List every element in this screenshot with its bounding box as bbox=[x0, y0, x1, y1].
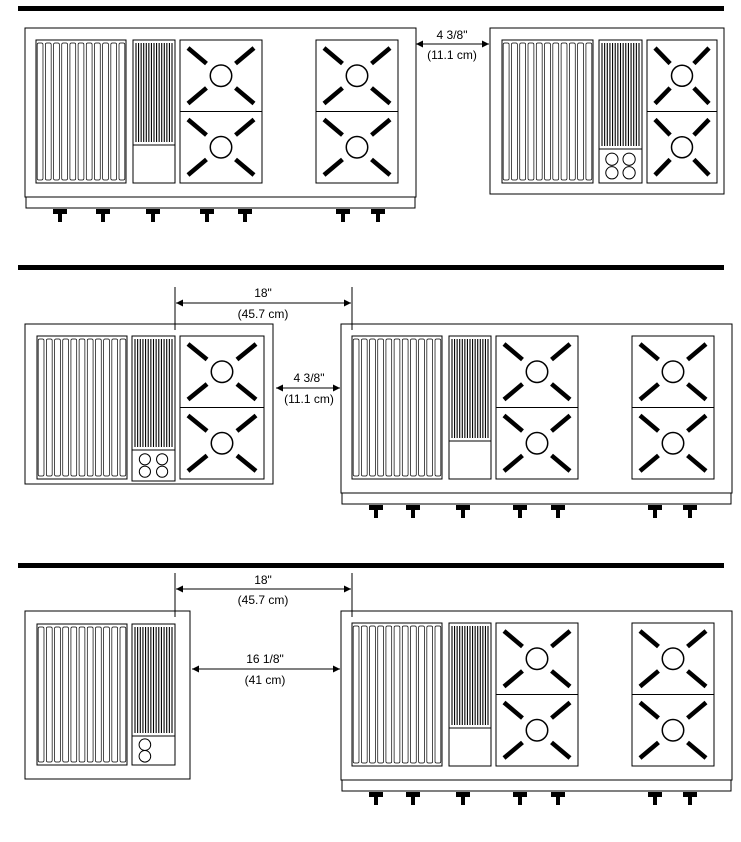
cooktop-frame bbox=[489, 27, 725, 195]
control-panel bbox=[341, 492, 732, 505]
section-divider-bottom bbox=[18, 563, 724, 568]
dimension-label-metric: (45.7 cm) bbox=[238, 307, 289, 321]
range-48in-row1 bbox=[24, 27, 417, 222]
dimension-gap-row2: 4 3/8" (11.1 cm) bbox=[276, 371, 340, 406]
control-knob-icon bbox=[683, 505, 697, 518]
control-knob-icon bbox=[238, 209, 252, 222]
control-knob-icon bbox=[406, 792, 420, 805]
control-knob-icon bbox=[551, 792, 565, 805]
gas-burner-icon bbox=[315, 111, 399, 184]
range-48in-row3 bbox=[340, 610, 733, 805]
control-knob-icon bbox=[513, 792, 527, 805]
gas-burner-icon bbox=[646, 111, 718, 184]
control-knob-icon bbox=[683, 792, 697, 805]
griddle-plate bbox=[448, 440, 492, 480]
dimension-label-metric: (11.1 cm) bbox=[284, 392, 334, 406]
cooktop-frame bbox=[24, 610, 191, 780]
grill-grates-icon bbox=[351, 335, 443, 480]
dimension-label-imperial: 4 3/8" bbox=[437, 28, 468, 42]
appliance-drawings bbox=[24, 27, 733, 805]
cooktop-30in-row3 bbox=[24, 610, 191, 780]
gas-burner-icon bbox=[631, 407, 715, 480]
gas-burner-icon bbox=[179, 335, 265, 408]
dimension-label-metric: (45.7 cm) bbox=[238, 593, 289, 607]
gas-burner-icon bbox=[495, 335, 579, 408]
dimension-label-metric: (41 cm) bbox=[245, 673, 286, 687]
griddle-icon bbox=[448, 335, 492, 442]
cooktop-36in-row2 bbox=[24, 323, 274, 485]
dimension-gap-row3: 16 1/8" (41 cm) bbox=[192, 652, 340, 687]
gas-burner-icon bbox=[631, 694, 715, 767]
control-knob-icon bbox=[369, 505, 383, 518]
dimension-label-metric: (11.1 cm) bbox=[427, 48, 477, 62]
grill-grates-icon bbox=[35, 39, 127, 184]
gas-burner-icon bbox=[179, 111, 263, 184]
control-knob-icon bbox=[146, 209, 160, 222]
dimension-offset-row3: 18" (45.7 cm) bbox=[174, 573, 353, 617]
gas-burner-icon bbox=[495, 694, 579, 767]
dimension-label-imperial: 4 3/8" bbox=[294, 371, 325, 385]
control-knob-icon bbox=[96, 209, 110, 222]
grill-grates-icon bbox=[501, 39, 594, 184]
grill-grates-icon bbox=[351, 622, 443, 767]
cooktop-frame bbox=[24, 323, 274, 485]
control-knob-icon bbox=[406, 505, 420, 518]
control-knob-icon bbox=[513, 505, 527, 518]
griddle-plate bbox=[448, 727, 492, 767]
griddle-icon bbox=[131, 623, 176, 737]
control-knob-icon bbox=[648, 792, 662, 805]
grill-grates-icon bbox=[36, 335, 128, 480]
control-knob-icon bbox=[371, 209, 385, 222]
electric-element-icon bbox=[131, 449, 176, 482]
gas-burner-icon bbox=[315, 39, 399, 112]
control-knob-icon bbox=[336, 209, 350, 222]
section-divider-middle bbox=[18, 265, 724, 270]
griddle-icon bbox=[132, 39, 176, 146]
dimension-offset-row2: 18" (45.7 cm) bbox=[174, 286, 353, 330]
griddle-plate bbox=[132, 144, 176, 184]
dimension-gap-row1: 4 3/8" (11.1 cm) bbox=[416, 28, 489, 62]
control-knob-icon bbox=[456, 505, 470, 518]
cooktop-36in-row1 bbox=[489, 27, 725, 195]
gas-burner-icon bbox=[179, 407, 265, 480]
gas-burner-icon bbox=[495, 407, 579, 480]
electric-element-icon bbox=[131, 735, 176, 766]
electric-element-icon bbox=[598, 148, 643, 184]
griddle-icon bbox=[598, 39, 643, 150]
control-panel bbox=[25, 196, 416, 209]
gas-burner-icon bbox=[495, 622, 579, 695]
range-48in-row2 bbox=[340, 323, 733, 518]
control-panel bbox=[341, 779, 732, 792]
control-knob-icon bbox=[200, 209, 214, 222]
griddle-icon bbox=[448, 622, 492, 729]
dimension-label-imperial: 18" bbox=[254, 286, 272, 300]
control-knob-icon bbox=[369, 792, 383, 805]
control-knob-icon bbox=[456, 792, 470, 805]
control-knob-icon bbox=[551, 505, 565, 518]
section-divider-top bbox=[18, 6, 724, 11]
griddle-icon bbox=[131, 335, 176, 451]
control-knob-icon bbox=[648, 505, 662, 518]
gas-burner-icon bbox=[646, 39, 718, 112]
grill-grates-icon bbox=[36, 623, 128, 766]
gas-burner-icon bbox=[179, 39, 263, 112]
dimension-label-imperial: 16 1/8" bbox=[246, 652, 284, 666]
gas-burner-icon bbox=[631, 622, 715, 695]
gas-burner-icon bbox=[631, 335, 715, 408]
control-knob-icon bbox=[53, 209, 67, 222]
dimension-label-imperial: 18" bbox=[254, 573, 272, 587]
